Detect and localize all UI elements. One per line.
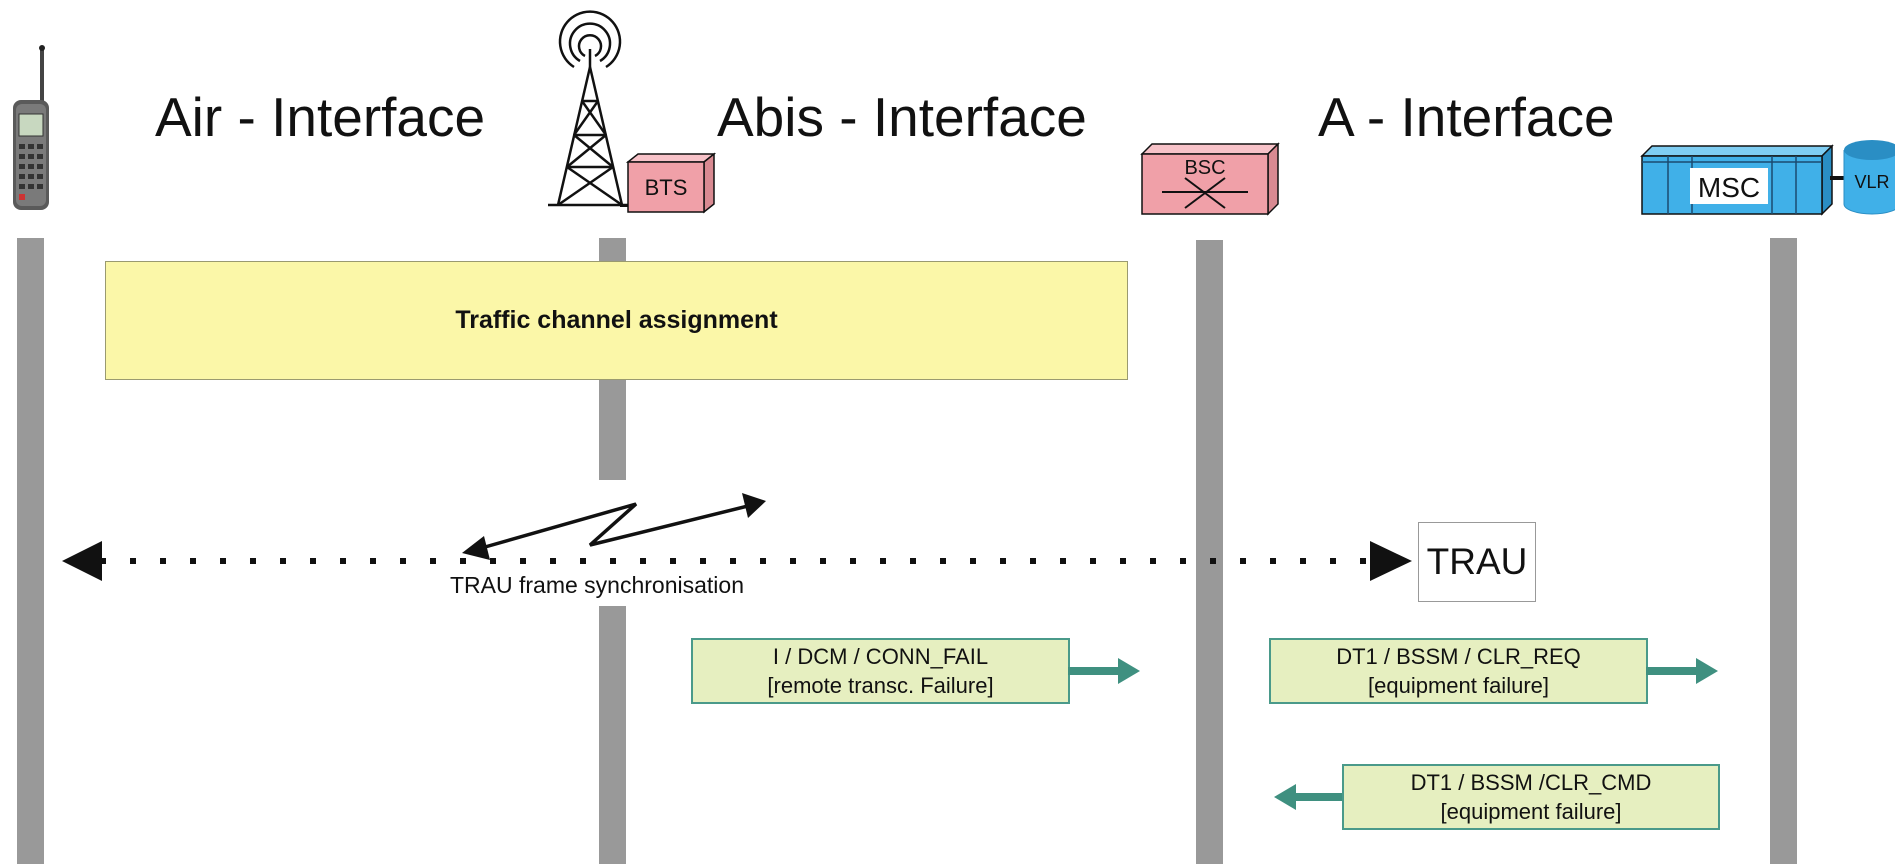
clr-cmd-line2: [equipment failure]: [1440, 799, 1622, 824]
bsc-icon: BSC: [1140, 142, 1280, 216]
trau-sync-dotted-line: [62, 541, 1412, 581]
trau-box: TRAU: [1418, 522, 1536, 602]
right-arrowhead: [1370, 541, 1412, 581]
clr-req-message: DT1 / BSSM / CLR_REQ [equipment failure]: [1269, 638, 1648, 704]
msc-lifeline: [1770, 238, 1797, 864]
ms-lifeline: [17, 238, 44, 864]
abis-interface-title: Abis - Interface: [717, 86, 1087, 148]
trau-label: TRAU: [1426, 541, 1528, 582]
conn-fail-arrow: [1068, 658, 1140, 684]
msc-label: MSC: [1698, 172, 1760, 203]
vlr-label: VLR: [1854, 172, 1889, 192]
bsc-lifeline: [1196, 240, 1223, 864]
a-interface-title: A - Interface: [1318, 86, 1615, 148]
left-arrowhead: [62, 541, 102, 581]
antenna-tower-icon: [548, 10, 630, 207]
trau-sync-diagram: TRAU frame synchronisation: [62, 493, 1412, 598]
vlr-icon: VLR: [1830, 140, 1895, 215]
bts-lifeline-lower: [599, 606, 626, 864]
clr-req-line1: DT1 / BSSM / CLR_REQ: [1336, 644, 1581, 669]
bsc-label: BSC: [1184, 157, 1225, 179]
clr-cmd-arrow: [1274, 784, 1344, 810]
bts-label: BTS: [645, 175, 688, 200]
conn-fail-line1: I / DCM / CONN_FAIL: [772, 644, 989, 669]
clr-req-line2: [equipment failure]: [1368, 673, 1549, 698]
mobile-phone-icon: [13, 45, 49, 210]
clr-cmd-line1: DT1 / BSSM /CLR_CMD: [1410, 770, 1652, 795]
msc-icon: MSC: [1640, 144, 1834, 216]
conn-fail-line2: [remote transc. Failure]: [767, 673, 994, 698]
traffic-channel-assignment-box: Traffic channel assignment: [105, 261, 1128, 380]
bts-icon: BTS: [620, 152, 717, 214]
traffic-channel-assignment-label: Traffic channel assignment: [455, 306, 778, 334]
clr-cmd-message: DT1 / BSSM /CLR_CMD [equipment failure]: [1342, 764, 1720, 830]
radio-link-icon: [462, 493, 766, 560]
clr-req-arrow: [1646, 658, 1718, 684]
trau-sync-label: TRAU frame synchronisation: [450, 572, 744, 598]
air-interface-title: Air - Interface: [155, 86, 486, 148]
conn-fail-message: I / DCM / CONN_FAIL [remote transc. Fail…: [691, 638, 1070, 704]
